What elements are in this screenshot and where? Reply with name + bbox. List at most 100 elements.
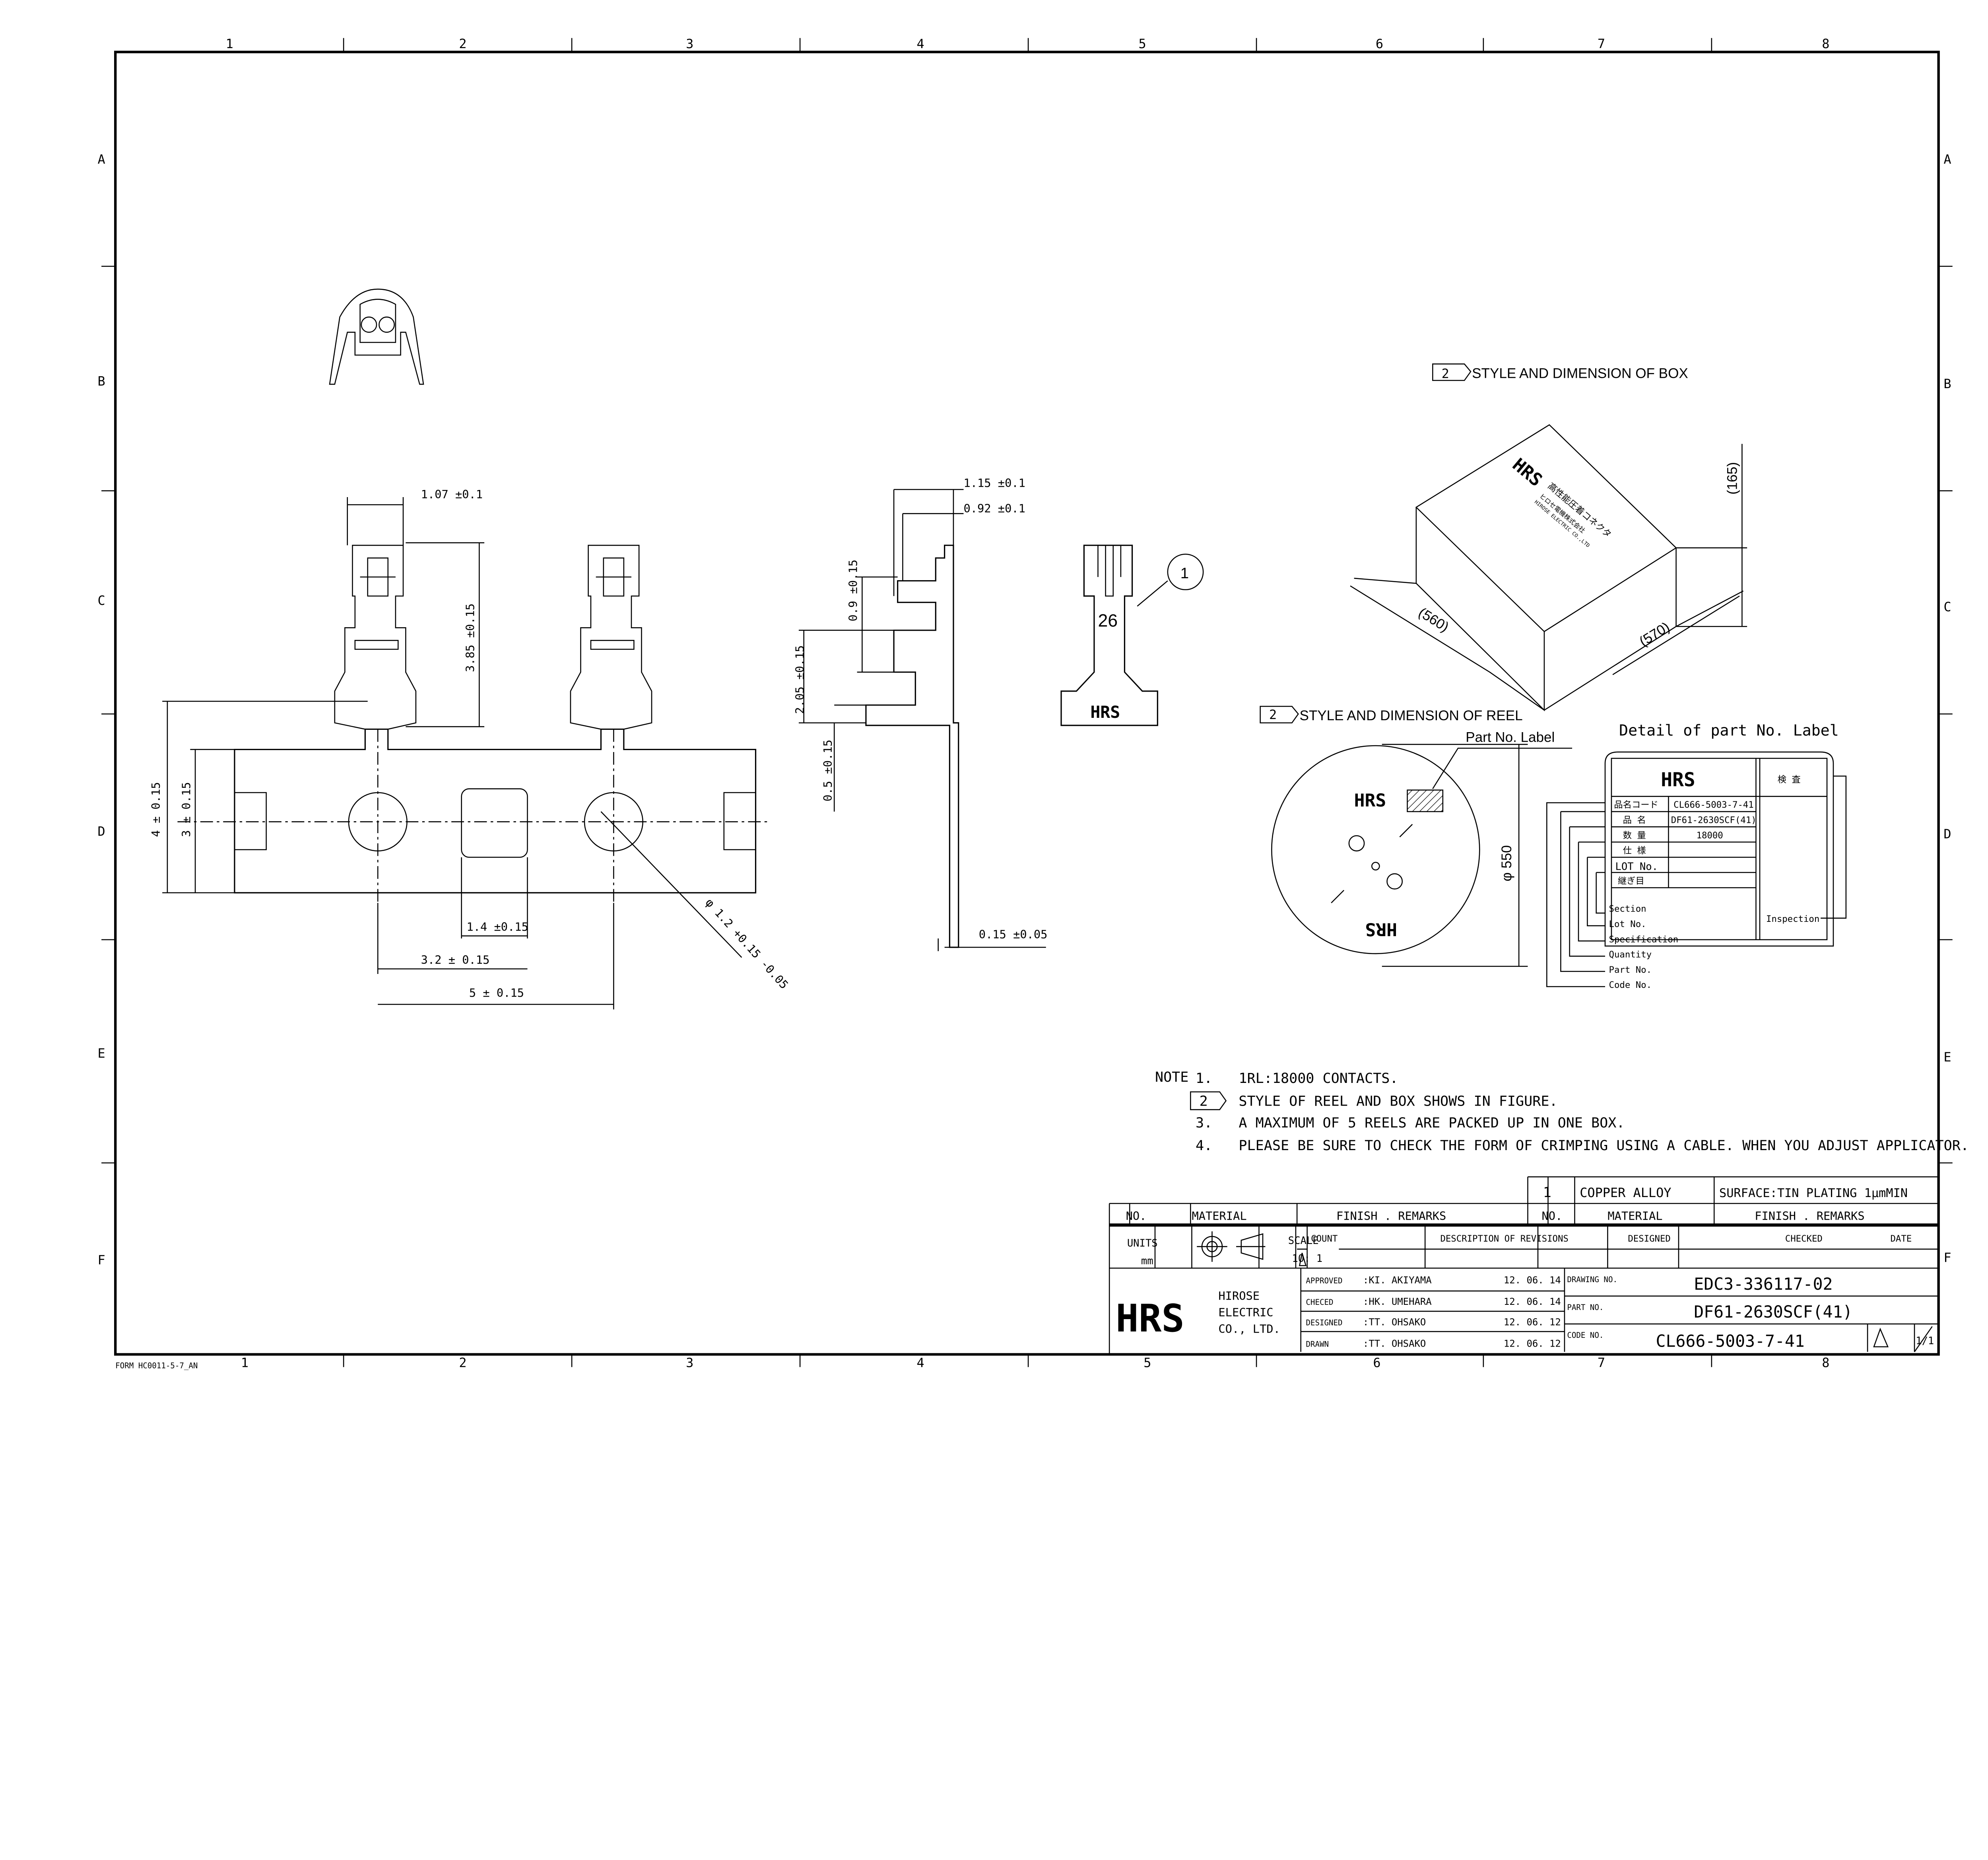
company-name: HIROSE [1218, 1289, 1260, 1302]
dim-label: φ 550 [1499, 845, 1514, 881]
dim-label: (560) [1416, 604, 1452, 635]
dim-label: 4 ± 0.15 [149, 782, 163, 837]
dim-label: 5 ± 0.15 [469, 986, 524, 999]
row-label: C [98, 593, 105, 608]
drawing-no: EDC3-336117-02 [1694, 1275, 1833, 1294]
label-value: DF61-2630SCF(41) [1671, 815, 1757, 826]
row-label: E [1943, 1050, 1951, 1065]
col-label: 1 [241, 1355, 248, 1370]
signoff-date: 12. 06. 12 [1504, 1316, 1561, 1327]
scale-value: 10: 1 [1292, 1253, 1322, 1265]
rev-date: DATE [1890, 1234, 1912, 1244]
reel-figure: 2 STYLE AND DIMENSION OF REEL Part No. L… [1260, 706, 1573, 967]
col-label: 6 [1373, 1355, 1380, 1370]
reel-logo: HRS [1365, 919, 1397, 939]
signoff-date: 12. 06. 14 [1504, 1296, 1561, 1307]
callout: Part No. [1609, 965, 1652, 975]
col-label: 3 [686, 1355, 693, 1370]
item-balloon [1167, 554, 1204, 591]
label-key: 数 量 [1623, 830, 1646, 841]
row-label: F [98, 1252, 105, 1267]
col-label: 4 [916, 36, 924, 51]
callout: Lot No. [1609, 919, 1646, 929]
code-no: CL666-5003-7-41 [1656, 1331, 1805, 1351]
reel-flange [1271, 745, 1480, 954]
terminal [570, 544, 652, 730]
rev-designed: DESIGNED [1628, 1234, 1670, 1244]
row-label: C [1943, 599, 1951, 614]
header-material: MATERIAL [1192, 1209, 1246, 1223]
code-no-label: CODE NO. [1567, 1331, 1604, 1340]
flag-number: 2 [1442, 366, 1449, 381]
col-label: 7 [1598, 36, 1605, 51]
signoff-role: CHECED [1306, 1298, 1333, 1307]
dim-label: 0.15 ±0.05 [979, 928, 1048, 941]
callout: Inspection [1766, 914, 1819, 924]
hrs-logo: HRS [1116, 1296, 1184, 1341]
box-title: STYLE AND DIMENSION OF BOX [1472, 365, 1688, 381]
signoff-role: DESIGNED [1306, 1318, 1342, 1327]
flag-number: 2 [1269, 707, 1277, 722]
signoff-name: :TT. OHSAKO [1363, 1338, 1426, 1349]
part-no: DF61-2630SCF(41) [1694, 1302, 1852, 1322]
col-label: 2 [459, 1355, 466, 1370]
dim-label: (570) [1637, 619, 1672, 649]
row-label: A [1943, 152, 1951, 167]
label-detail-title: Detail of part No. Label [1619, 721, 1839, 739]
contact-front-view: 26 HRS 1 [1060, 544, 1204, 726]
header-no: NO. [1126, 1209, 1147, 1223]
row-label: D [1943, 826, 1951, 842]
signoff-name: :KI. AKIYAMA [1363, 1275, 1432, 1286]
row-label: B [98, 373, 105, 389]
box-logo: HRS [1508, 454, 1546, 491]
col-label: 4 [916, 1355, 924, 1370]
box-figure: 2 STYLE AND DIMENSION OF BOX (560) (570)… [1350, 363, 1747, 711]
notes: NOTE 1. 1RL:18000 CONTACTS. 2 STYLE OF R… [1155, 1069, 1969, 1154]
sheet-number: 1/1 [1916, 1335, 1934, 1347]
col-label: 2 [459, 36, 466, 51]
material-value: COPPER ALLOY [1580, 1185, 1671, 1200]
finish-value: SURFACE:TIN PLATING 1μmMIN [1719, 1186, 1908, 1200]
border-frame [114, 51, 1940, 1356]
company-name: CO., LTD. [1218, 1322, 1280, 1335]
note-text: PLEASE BE SURE TO CHECK THE FORM OF CRIM… [1239, 1137, 1969, 1154]
frame-ticks [101, 38, 1953, 1367]
col-label: 8 [1822, 1355, 1829, 1370]
signoff-date: 12. 06. 14 [1504, 1275, 1561, 1286]
header-material: MATERIAL [1607, 1209, 1662, 1223]
callout: Section [1609, 904, 1646, 914]
hrs-logo: HRS [1090, 703, 1120, 722]
dim-label: 1.4 ±0.15 [466, 920, 528, 934]
dim-label: φ 1.2 +0.15 -0.05 [703, 896, 791, 991]
dim-label: (165) [1725, 462, 1740, 495]
dim-label: 0.5 ±0.15 [821, 740, 835, 801]
reel-title: STYLE AND DIMENSION OF REEL [1299, 708, 1522, 723]
note-text: STYLE OF REEL AND BOX SHOWS IN FIGURE. [1239, 1093, 1557, 1110]
label-detail: Detail of part No. Label HRS 検 査 品名コード C… [1546, 721, 1847, 990]
header-no: NO. [1542, 1209, 1563, 1223]
scale-label: SCALE [1288, 1235, 1319, 1247]
note-number: 2 [1200, 1093, 1208, 1110]
signoff-date: 12. 06. 12 [1504, 1338, 1561, 1349]
callout: Code No. [1609, 980, 1652, 990]
note-number: 3. [1196, 1115, 1212, 1131]
company-name: ELECTRIC [1218, 1306, 1273, 1319]
col-label: 7 [1598, 1355, 1605, 1370]
signoff-role: APPROVED [1306, 1276, 1342, 1285]
dim-label: 0.92 ±0.1 [963, 501, 1025, 515]
col-label: 1 [226, 36, 233, 51]
rev-checked: CHECKED [1785, 1234, 1823, 1244]
part-no-label: PART NO. [1567, 1303, 1604, 1312]
units-value: mm [1141, 1255, 1153, 1267]
signoff-role: DRAWN [1306, 1339, 1329, 1349]
note-text: A MAXIMUM OF 5 REELS ARE PACKED UP IN ON… [1239, 1115, 1625, 1131]
label-logo: HRS [1661, 769, 1695, 791]
col-label: 5 [1139, 36, 1146, 51]
part-label-callout: Part No. Label [1466, 729, 1555, 745]
rev-count: COUNT [1311, 1234, 1338, 1244]
dim-label: 2.05 ±0.15 [793, 645, 807, 714]
header-finish: FINISH . REMARKS [1755, 1209, 1864, 1223]
row-label: B [1943, 376, 1951, 391]
label-value: 18000 [1697, 830, 1723, 841]
col-label: 3 [686, 36, 693, 51]
